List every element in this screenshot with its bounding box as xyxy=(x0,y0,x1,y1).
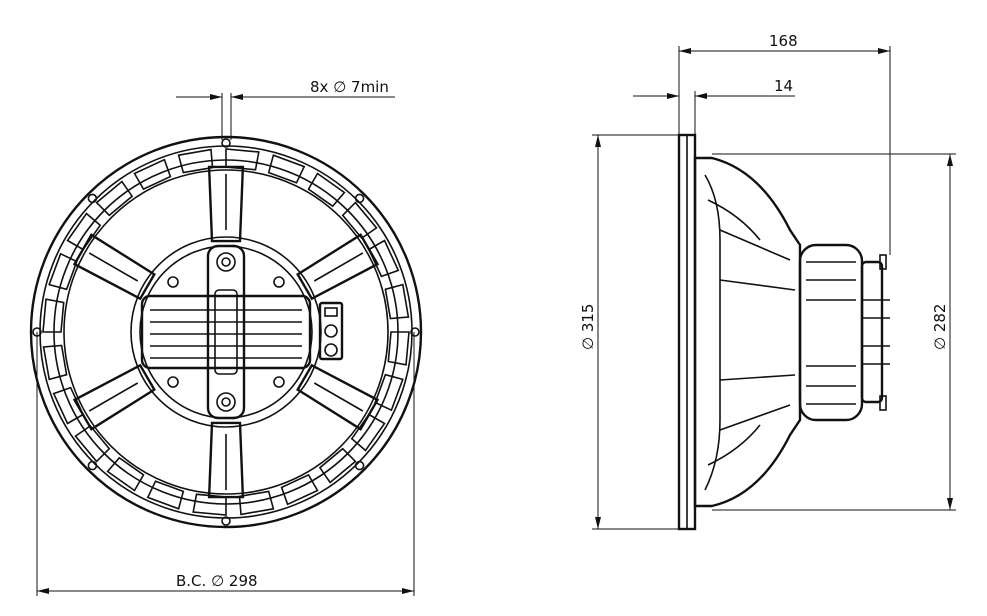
outer-diameter-dimension: ∅ 315 xyxy=(579,134,679,530)
depth-label: 168 xyxy=(769,32,798,50)
rim-slot xyxy=(66,212,102,251)
mounting-hole xyxy=(354,460,365,471)
rim-slot xyxy=(374,373,404,412)
frame-spoke xyxy=(72,363,156,431)
bolt-circle-dimension: B.C. ∅ 298 xyxy=(36,332,415,596)
mounting-hole xyxy=(410,327,420,337)
frame-spoke xyxy=(296,233,380,301)
rim-slot xyxy=(350,413,386,452)
rim-slot xyxy=(42,344,68,381)
terminal-block xyxy=(318,301,344,361)
cutout-diameter-label: ∅ 282 xyxy=(931,304,949,350)
magnet-plate xyxy=(140,294,312,370)
rim-slot xyxy=(48,252,78,291)
frame-spoke xyxy=(296,363,380,431)
rim-slot xyxy=(307,172,346,208)
rim-slot xyxy=(106,456,145,492)
rim-slot xyxy=(146,480,185,510)
center-bridge xyxy=(206,244,246,420)
outer-diameter-label: ∅ 315 xyxy=(579,304,597,350)
rim-slot xyxy=(341,201,378,240)
spoke-rib xyxy=(313,382,364,412)
rim-slot xyxy=(238,490,275,516)
rim-slot xyxy=(387,331,410,366)
rim-slot xyxy=(318,447,357,484)
cutout-diameter-dimension: ∅ 282 xyxy=(712,153,956,511)
spoke-rib xyxy=(88,252,139,282)
cooling-fins xyxy=(150,309,302,359)
rim-slots xyxy=(32,138,420,526)
frame-spoke xyxy=(207,165,245,243)
flange-label: 14 xyxy=(774,77,793,95)
rim-slot xyxy=(367,239,400,278)
rim-slot xyxy=(192,493,227,516)
frame-spokes xyxy=(72,165,380,499)
rim-slot xyxy=(225,148,260,171)
rim-slot xyxy=(95,180,134,217)
rim-slot xyxy=(177,148,214,174)
rim-slot xyxy=(133,158,172,191)
mounting-hole xyxy=(354,193,365,204)
hole-dimension: 8x ∅ 7min xyxy=(176,78,395,140)
rim-slot xyxy=(280,473,319,506)
rim-slot xyxy=(74,424,111,463)
front-view: 8x ∅ 7min B.C. ∅ 298 xyxy=(29,78,423,596)
rim-slot xyxy=(267,154,306,184)
frame-spoke xyxy=(72,233,156,301)
spoke-rib xyxy=(88,382,139,412)
mounting-hole xyxy=(221,516,231,526)
rim-slot xyxy=(52,386,85,425)
side-magnet xyxy=(798,243,864,422)
mounting-hole xyxy=(87,460,98,471)
spoke-rib xyxy=(313,252,364,282)
frame-outer-rim xyxy=(29,135,423,529)
mounting-bolts xyxy=(167,252,285,412)
rim-slot xyxy=(42,298,65,333)
bolt-circle-label: B.C. ∅ 298 xyxy=(176,572,258,590)
flange-dimension: 14 xyxy=(633,77,795,135)
side-view: 168 14 ∅ 315 ∅ 282 xyxy=(579,32,956,531)
mounting-hole xyxy=(221,138,231,148)
depth-dimension: 168 xyxy=(678,32,891,255)
frame-spoke xyxy=(207,421,245,499)
basket-profile xyxy=(693,156,802,508)
hole-dimension-label: 8x ∅ 7min xyxy=(310,78,389,96)
mounting-hole xyxy=(87,193,98,204)
rim-slot xyxy=(384,283,410,320)
